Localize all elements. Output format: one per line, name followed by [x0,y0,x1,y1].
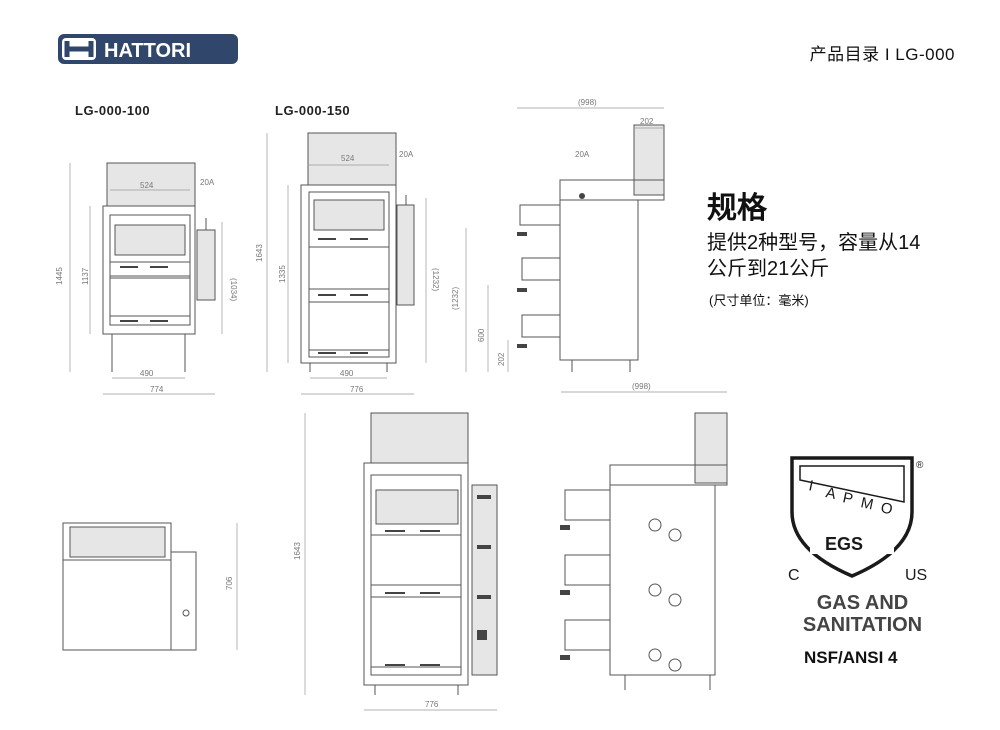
dim-side-height-3: 202 [497,352,506,366]
spec-line-1: 提供2种型号，容量从14 [707,232,921,254]
brand-subtitle: co.,ltd. [211,56,229,62]
dim-side-top: 202 [640,117,654,126]
dim-a-width-mid: 490 [140,369,154,378]
dim-b-width-mid: 490 [340,369,354,378]
side-view-small: (998) 202 20A (1232) 600 202 [451,98,665,372]
catalog-title: 产品目录 I LG-000 [809,45,955,64]
cert-letter-i: I [807,477,815,494]
dim-a-height-body: 1137 [81,267,90,285]
dim-b-height-body: 1335 [278,265,287,283]
dim-b-height-total: 1643 [255,244,264,262]
spec-unit-note: (尺寸单位：毫米) [709,293,809,308]
cert-us: US [905,567,927,582]
cert-egs: EGS [825,534,863,554]
dim-a-amp: 20A [200,178,215,187]
spec-title: 规格 [707,192,767,225]
model-label-100: LG-000-100 [75,103,151,118]
plan-view: 706 [62,522,238,651]
cert-standard: NSF/ANSI 4 [804,648,898,667]
dim-side-height-1: (1232) [451,287,460,310]
dim-b-width-total: 776 [350,385,364,394]
dim-a-height-total: 1445 [55,267,64,285]
brand-logo: HATTORI [58,32,238,68]
model-label-150: LG-000-150 [275,103,351,118]
dim-a-width-total: 774 [150,385,164,394]
front-view-large: 1643 776 [293,412,498,711]
spec-line-2: 公斤到21公斤 [707,258,830,280]
side-view-large: (998) [560,382,728,690]
dim-side-height-2: 600 [477,328,486,342]
valve-group [648,518,682,672]
dim-large-side-total: (998) [632,382,651,391]
dim-b-amp: 20A [399,150,414,159]
dim-a-width-top: 524 [140,181,154,190]
front-view-100: 524 20A 1445 1137 (1034) 490 774 [55,162,238,395]
spec-description: 提供2种型号，容量从14 公斤到21公斤 [707,230,957,282]
dim-side-total: (998) [578,98,597,107]
cert-letter-o: O [879,499,894,518]
front-view-150: 524 20A 1643 1335 (1232) 490 776 [255,132,440,395]
cert-letter-a: A [824,484,837,503]
cert-registered-mark: ® [916,460,924,471]
cert-line-1: GAS AND [816,592,909,614]
dim-large-height: 1643 [293,542,302,560]
brand-name: HATTORI [104,40,191,62]
cert-letter-m: M [859,494,875,513]
cert-letter-p: P [841,489,854,508]
dim-plan-depth: 706 [225,576,234,590]
dim-large-width: 776 [425,700,439,709]
dim-side-amp: 20A [575,150,590,159]
cert-c: C [788,567,800,582]
dim-b-width-top: 524 [341,154,355,163]
dim-b-height-inner: (1232) [431,268,440,291]
cert-line-2: SANITATION [802,614,923,636]
cert-gas-sanitation: GAS AND SANITATION [795,592,930,636]
dim-a-height-inner: (1034) [229,278,238,301]
iapmo-certification-badge: I A P M O EGS C US ® [788,456,927,582]
